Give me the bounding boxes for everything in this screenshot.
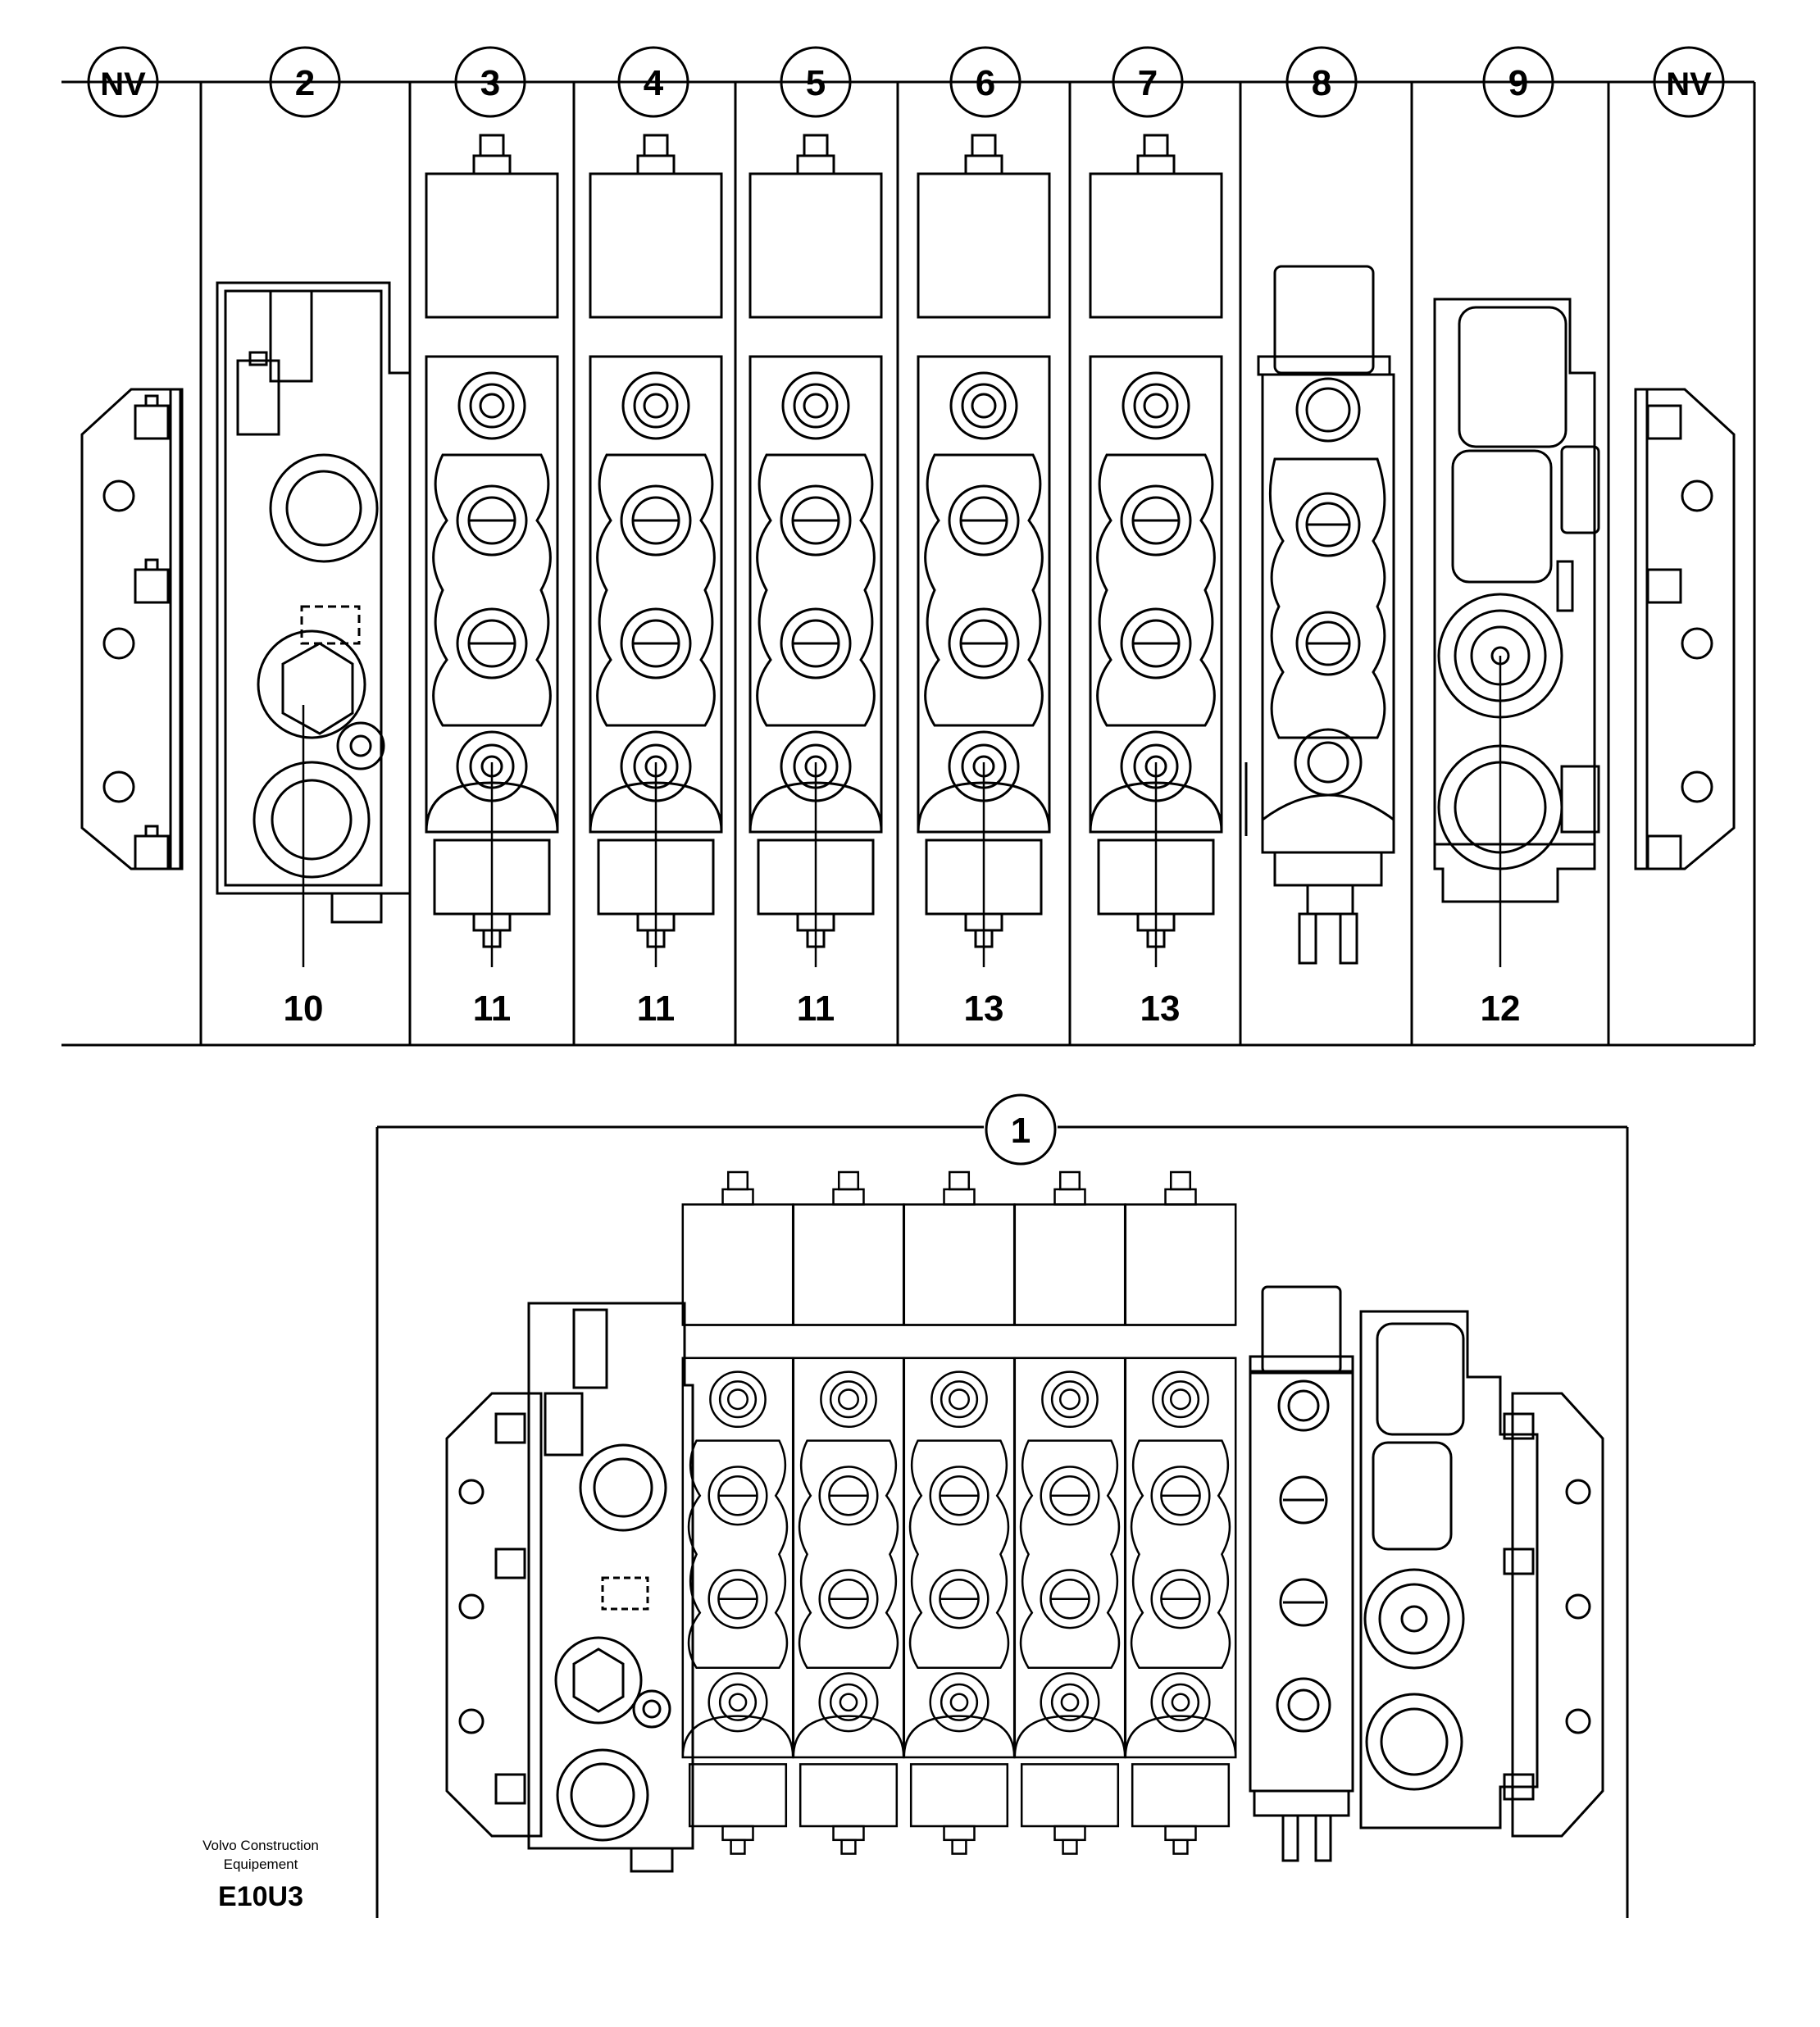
top-callout-3: 4 (617, 46, 689, 118)
bottom-callout-5: 13 (1140, 989, 1181, 1029)
top-callout-1: 2 (269, 46, 341, 118)
assembly-callout-label: 1 (1011, 1111, 1031, 1151)
callout-circle (269, 46, 341, 118)
top-callout-2: 3 (454, 46, 526, 118)
bottom-callout-4: 13 (964, 989, 1004, 1029)
assembly-spool-4 (1013, 1170, 1126, 1855)
assembly-spool-2 (792, 1170, 905, 1855)
top-callout-6: 7 (1112, 46, 1184, 118)
callout-label: NV (100, 66, 146, 102)
assembly-spool-3 (903, 1170, 1016, 1855)
callout-circle (1653, 46, 1725, 118)
exploded-view-frame (61, 80, 1756, 1047)
top-callout-4: 5 (780, 46, 852, 118)
callout-label: 8 (1312, 63, 1331, 103)
end-plate-right (1634, 388, 1736, 870)
callout-label: 2 (295, 63, 315, 103)
assembly-frame (375, 1125, 1629, 1918)
callout-circle (949, 46, 1021, 118)
bottom-callout-0: 10 (284, 989, 324, 1029)
drawing-code: E10U3 (218, 1881, 303, 1912)
bottom-callout-6: 12 (1481, 989, 1521, 1029)
bottom-callout-3: 11 (797, 989, 835, 1029)
top-callouts: NV 2 3 4 5 6 7 8 9 NV (87, 46, 1725, 118)
callout-label: 7 (1138, 63, 1158, 103)
callout-circle (780, 46, 852, 118)
callout-label: 4 (644, 63, 664, 103)
section-8-valve (1244, 265, 1395, 965)
assembly-spools (681, 1170, 1237, 1855)
outlet-section (1433, 298, 1600, 903)
callout-circle (454, 46, 526, 118)
bottom-callout-1: 11 (473, 989, 512, 1029)
callout-circle (1112, 46, 1184, 118)
spool-sections (425, 134, 1223, 948)
assembly-spool-5 (1124, 1170, 1237, 1855)
inlet-section (216, 281, 412, 924)
callout-label: NV (1666, 66, 1712, 102)
top-callout-8: 9 (1482, 46, 1554, 118)
assembly-callout-circle (985, 1093, 1057, 1166)
credit-line-2: Equipement (224, 1857, 298, 1872)
leader-lines (302, 656, 1502, 967)
bottom-callouts: 10 11 11 11 13 13 12 (284, 989, 1521, 1029)
assembled-valve (445, 1285, 1604, 1873)
top-callout-0: NV (87, 46, 159, 118)
callout-circle (617, 46, 689, 118)
callout-label: 3 (480, 63, 500, 103)
top-callout-9: NV (1653, 46, 1725, 118)
callout-circle (1285, 46, 1358, 118)
callout-label: 6 (976, 63, 995, 103)
assembly-spool-1 (681, 1170, 794, 1855)
callout-circle (87, 46, 159, 118)
top-callout-7: 8 (1285, 46, 1358, 118)
callout-circle (1482, 46, 1554, 118)
callout-label: 9 (1508, 63, 1528, 103)
bottom-callout-2: 11 (637, 989, 676, 1029)
callout-label: 5 (806, 63, 826, 103)
top-callout-5: 6 (949, 46, 1021, 118)
end-plate-left (80, 388, 184, 870)
credit-line-1: Volvo Construction (202, 1838, 319, 1853)
